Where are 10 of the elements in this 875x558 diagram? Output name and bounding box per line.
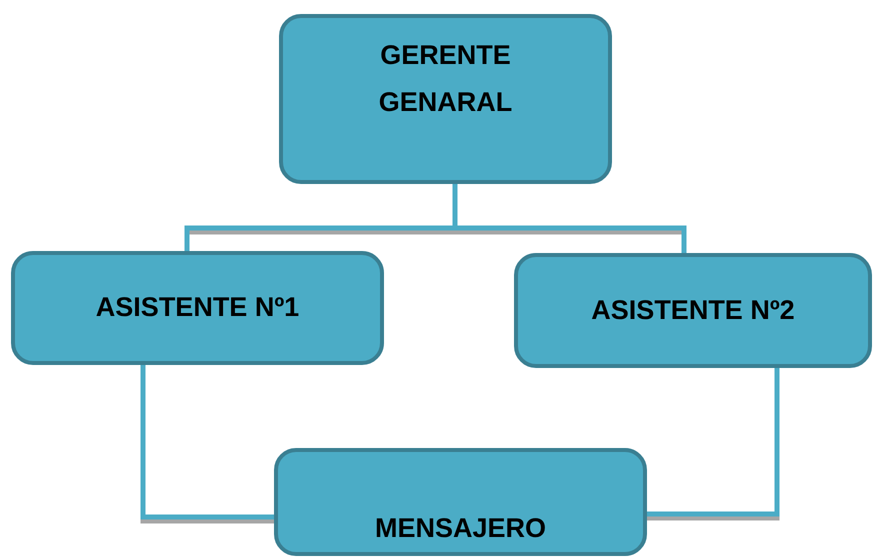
org-chart-box	[514, 253, 872, 368]
org-chart-box	[274, 448, 647, 556]
box-title: ASISTENTE Nº1	[96, 291, 300, 324]
connector-line	[647, 368, 780, 516]
org-chart-box	[11, 251, 384, 365]
org-chart-box	[279, 14, 612, 184]
box-title: ASISTENTE Nº2	[591, 294, 795, 327]
box-title: GERENTE GENARAL	[378, 39, 514, 120]
connector-line	[140, 365, 274, 520]
box-title: MENSAJERO	[374, 512, 546, 545]
